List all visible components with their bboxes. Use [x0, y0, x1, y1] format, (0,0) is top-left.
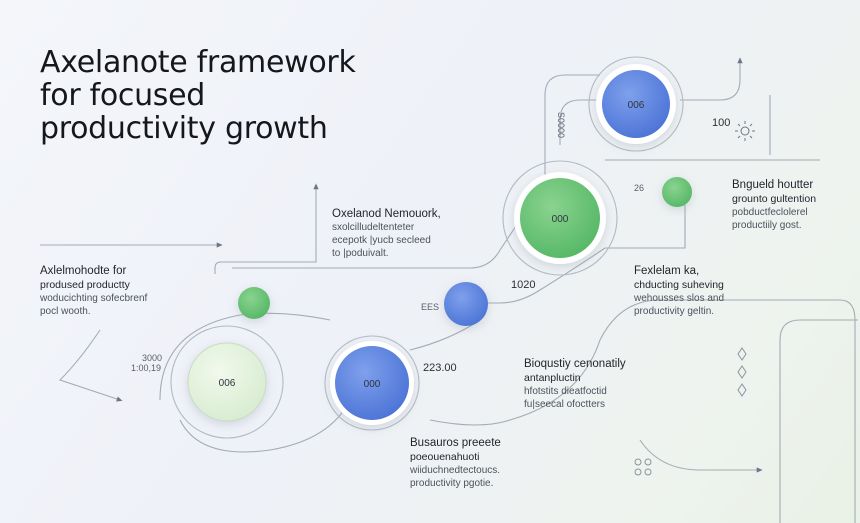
- left-curve: [159, 312, 331, 401]
- number-left-top: 3000: [142, 353, 163, 363]
- block-right-mid-heading: Fexlelam ka,: [634, 265, 700, 277]
- sparkle-icon: [735, 121, 755, 141]
- ring-green-big: [502, 160, 618, 276]
- block-left-line-1: prodused productty: [40, 279, 130, 291]
- block-right-top-line-3: productiily gost.: [732, 220, 802, 231]
- number-vertical: S0000: [556, 112, 566, 139]
- block-left-heading: Axlelmohodte for: [40, 265, 127, 277]
- top-right-arrow-line: [680, 57, 743, 101]
- ring-blue-mid: [324, 335, 420, 431]
- block-left: Axlelmohodte for prodused productty wodu…: [40, 264, 147, 318]
- block-right-top-line-2: pobductfeclolerel: [732, 207, 808, 218]
- node-green-big-label: 000: [552, 214, 569, 225]
- node-green-big[interactable]: [514, 172, 606, 264]
- short-connector: [559, 99, 600, 145]
- block-center-line-1: sxolcilludeltenteter: [332, 222, 415, 233]
- block-right-mid-line-2: wehousses slos and: [634, 293, 725, 304]
- node-top-blue[interactable]: [596, 64, 676, 144]
- diamond-icons: [737, 347, 747, 397]
- block-center: Oxelanod Nemouork, sxolcilludeltenteter …: [332, 207, 441, 260]
- block-mid-right-line-1: antanpluctin: [524, 372, 581, 384]
- node-top-blue-label: 006: [628, 100, 645, 111]
- node-green-left[interactable]: [187, 342, 267, 422]
- number-mid: 1020: [511, 279, 536, 291]
- block-center-heading: Oxelanod Nemouork,: [332, 208, 441, 220]
- block-bottom-line-3: productivity pgotie.: [410, 478, 494, 489]
- block-bottom-heading: Busauros preeete: [410, 437, 501, 449]
- block-mid-right-line-3: fu|seecal ofoctters: [524, 399, 605, 410]
- block-right-mid-line-3: productivity geltin.: [634, 306, 715, 317]
- block-right-mid-line-1: chducting suheving: [634, 279, 724, 291]
- number-top-right: 100: [712, 117, 731, 129]
- node-green-left-label: 006: [219, 378, 236, 389]
- right-green-connector: [605, 205, 686, 249]
- title-line-1: Axelanote framework: [40, 45, 356, 80]
- block-right-top: Bngueld houtter grounto gultention pobdu…: [732, 178, 816, 232]
- main-connector: [232, 219, 521, 269]
- number-small-mid: EES: [421, 302, 440, 312]
- block-mid-right-line-2: hfotstits dieatfoctid: [524, 386, 607, 397]
- title-line-3: productivity growth: [40, 111, 328, 146]
- block-left-line-2: woducichting sofecbrenf: [40, 293, 148, 304]
- block-right-mid: Fexlelam ka, chducting suheving wehousse…: [634, 264, 724, 318]
- title-line-2: for focused: [40, 78, 206, 113]
- dots-icon: [634, 458, 652, 476]
- block-bottom-line-1: poeouenahuoti: [410, 451, 480, 463]
- block-bottom: Busauros preeete poeouenahuoti wiiduchne…: [410, 436, 501, 490]
- number-left-bottom: 1:00,19: [131, 363, 162, 373]
- block-right-top-line-1: grounto gultention: [732, 193, 817, 205]
- center-upward-line: [214, 183, 319, 274]
- number-small-right: 26: [634, 183, 645, 193]
- blue-small-connector: [480, 247, 606, 304]
- node-blue-mid-label: 000: [364, 379, 381, 390]
- block-left-line-3: pocl wooth.: [40, 306, 91, 317]
- block-right-top-heading: Bngueld houtter: [732, 179, 814, 191]
- outer-rings: [170, 56, 684, 439]
- node-blue-mid[interactable]: [330, 341, 414, 425]
- block-center-line-3: to |poduivalt.: [332, 248, 389, 259]
- block-center-line-2: ecepotk |yucb secleed: [332, 235, 431, 246]
- vertical-top-line: [544, 74, 600, 175]
- ring-green-left: [170, 325, 284, 439]
- ring-top-blue: [588, 56, 684, 152]
- block-mid-right: Bioqustiy cenonatily antanpluctin hfotst…: [524, 357, 626, 411]
- node-green-small-left[interactable]: [238, 287, 270, 319]
- block-bottom-line-2: wiiduchnedtectoucs.: [410, 465, 501, 476]
- bottom-right-arrow: [639, 439, 763, 473]
- bottom-right-line: [779, 319, 858, 523]
- node-blue-small[interactable]: [444, 282, 488, 326]
- long-right-curve: [429, 299, 856, 523]
- left-loop-line: [58, 329, 123, 402]
- block-mid-right-heading: Bioqustiy cenonatily: [524, 358, 626, 370]
- lower-curve: [179, 399, 351, 453]
- node-green-small-right[interactable]: [662, 177, 692, 207]
- page-title: Axelanote framework for focused producti…: [40, 46, 356, 145]
- number-lower: 223.00: [423, 362, 457, 374]
